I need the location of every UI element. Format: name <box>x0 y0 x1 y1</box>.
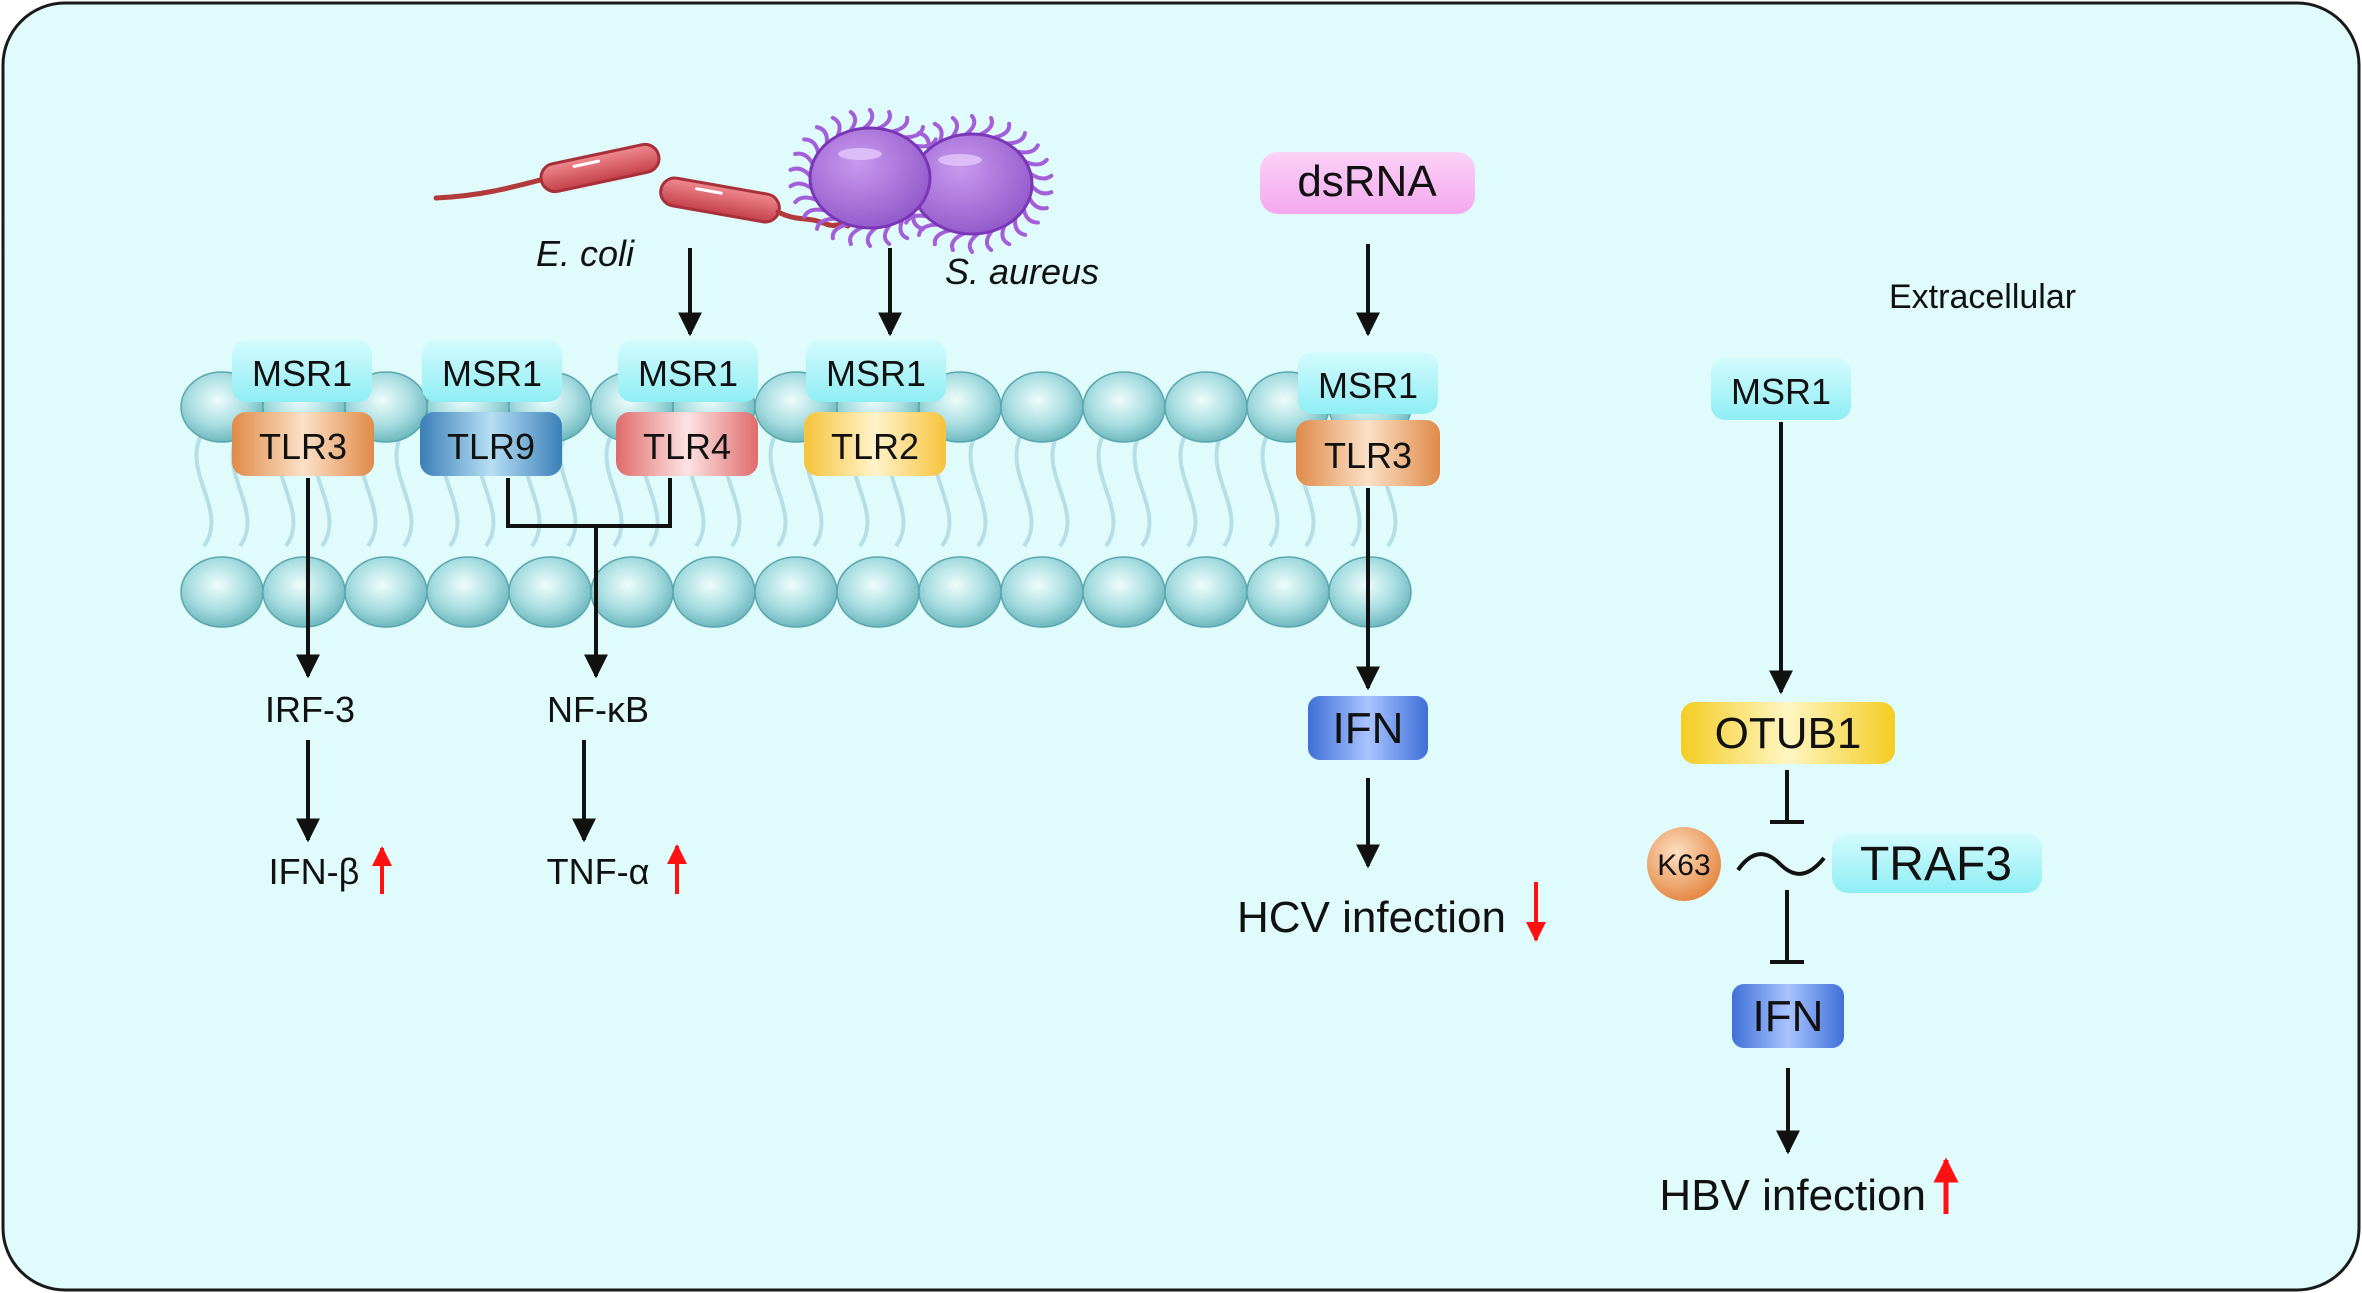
lipid-tail <box>768 428 788 548</box>
tnfa-label: TNF-α <box>547 851 650 892</box>
lipid-head <box>1082 371 1166 443</box>
tlr2-label: TLR2 <box>831 426 919 467</box>
receptor-msr1-tlr3-b: MSR1 TLR3 <box>1296 352 1440 486</box>
lipid-tail <box>604 428 624 548</box>
msr1-label: MSR1 <box>826 353 926 394</box>
k63-ubiquitin <box>1647 827 1721 901</box>
saureus-cell <box>808 126 932 230</box>
lipid-bilayer <box>180 371 1412 628</box>
lipid-head <box>1000 556 1084 628</box>
lipid-head <box>918 556 1002 628</box>
k63-label: K63 <box>1657 849 1710 882</box>
receptor-msr1-tlr3-a: MSR1 TLR3 <box>232 340 374 476</box>
lipid-tail <box>1214 428 1234 548</box>
lipid-tail <box>968 428 988 548</box>
lipid-head <box>836 556 920 628</box>
otub1-box <box>1681 702 1895 764</box>
hcv-infection-label: HCV infection <box>1237 893 1506 942</box>
receptor-msr1-tlr2: MSR1 TLR2 <box>804 340 946 476</box>
hbv-infection-label: HBV infection <box>1659 1171 1926 1220</box>
lipid-tail <box>1014 428 1034 548</box>
dsrna-label: dsRNA <box>1297 157 1437 206</box>
ifn-label: IFN <box>1753 992 1824 1041</box>
irf3-label: IRF-3 <box>265 689 355 730</box>
saureus-highlight <box>838 148 882 160</box>
lipid-head <box>1246 556 1330 628</box>
lipid-tail <box>194 428 214 548</box>
traf3-label: TRAF3 <box>1860 838 2012 891</box>
lipid-tail <box>558 428 578 548</box>
saureus-bacteria <box>788 108 1054 254</box>
lipid-tail <box>1050 428 1070 548</box>
saureus-label: S. aureus <box>945 251 1099 292</box>
extracellular-label: Extracellular <box>1889 278 2076 316</box>
lipid-head <box>508 556 592 628</box>
tlr3-label: TLR3 <box>259 426 347 467</box>
tlr9-label: TLR9 <box>447 426 535 467</box>
lipid-head <box>262 556 346 628</box>
receptor-msr1-alone: MSR1 <box>1711 358 1851 420</box>
msr1-label: MSR1 <box>252 353 352 394</box>
saureus-highlight <box>938 154 982 166</box>
otub1-label: OTUB1 <box>1715 709 1862 758</box>
lipid-head <box>344 556 428 628</box>
msr1-label: MSR1 <box>442 353 542 394</box>
msr1-label: MSR1 <box>1318 365 1418 406</box>
bracket-tlr9-tlr4 <box>506 478 672 528</box>
receptor-msr1-tlr4: MSR1 TLR4 <box>616 340 758 476</box>
lipid-head <box>1082 556 1166 628</box>
lipid-head <box>672 556 756 628</box>
lipid-head <box>426 556 510 628</box>
traf3-box <box>1832 833 2042 893</box>
msr1-label: MSR1 <box>1731 371 1831 412</box>
ifn-label: IFN <box>1333 704 1404 753</box>
lipid-head <box>180 556 264 628</box>
lipid-tail <box>1132 428 1152 548</box>
nfkb-label: NF-κB <box>547 689 649 730</box>
lipid-tail <box>394 428 414 548</box>
lipid-head <box>754 556 838 628</box>
ifn-box-hcv <box>1308 696 1428 760</box>
lipid-head <box>1164 556 1248 628</box>
lipid-head <box>1164 371 1248 443</box>
ifnb-label: IFN-β <box>269 851 360 892</box>
lipid-head <box>590 556 674 628</box>
ubiquitin-link <box>1736 852 1826 876</box>
ifn-box-hbv <box>1732 984 1844 1048</box>
ecoli-bacteria <box>433 142 851 229</box>
lipid-tail <box>1178 428 1198 548</box>
lipid-head <box>1000 371 1084 443</box>
tlr4-label: TLR4 <box>643 426 731 467</box>
dsrna-box <box>1260 152 1475 214</box>
msr1-label: MSR1 <box>638 353 738 394</box>
lipid-tail <box>1260 428 1280 548</box>
lipid-tail <box>1096 428 1116 548</box>
ecoli-label: E. coli <box>536 233 635 274</box>
receptor-msr1-tlr9: MSR1 TLR9 <box>420 340 562 476</box>
tlr3-label: TLR3 <box>1324 435 1412 476</box>
